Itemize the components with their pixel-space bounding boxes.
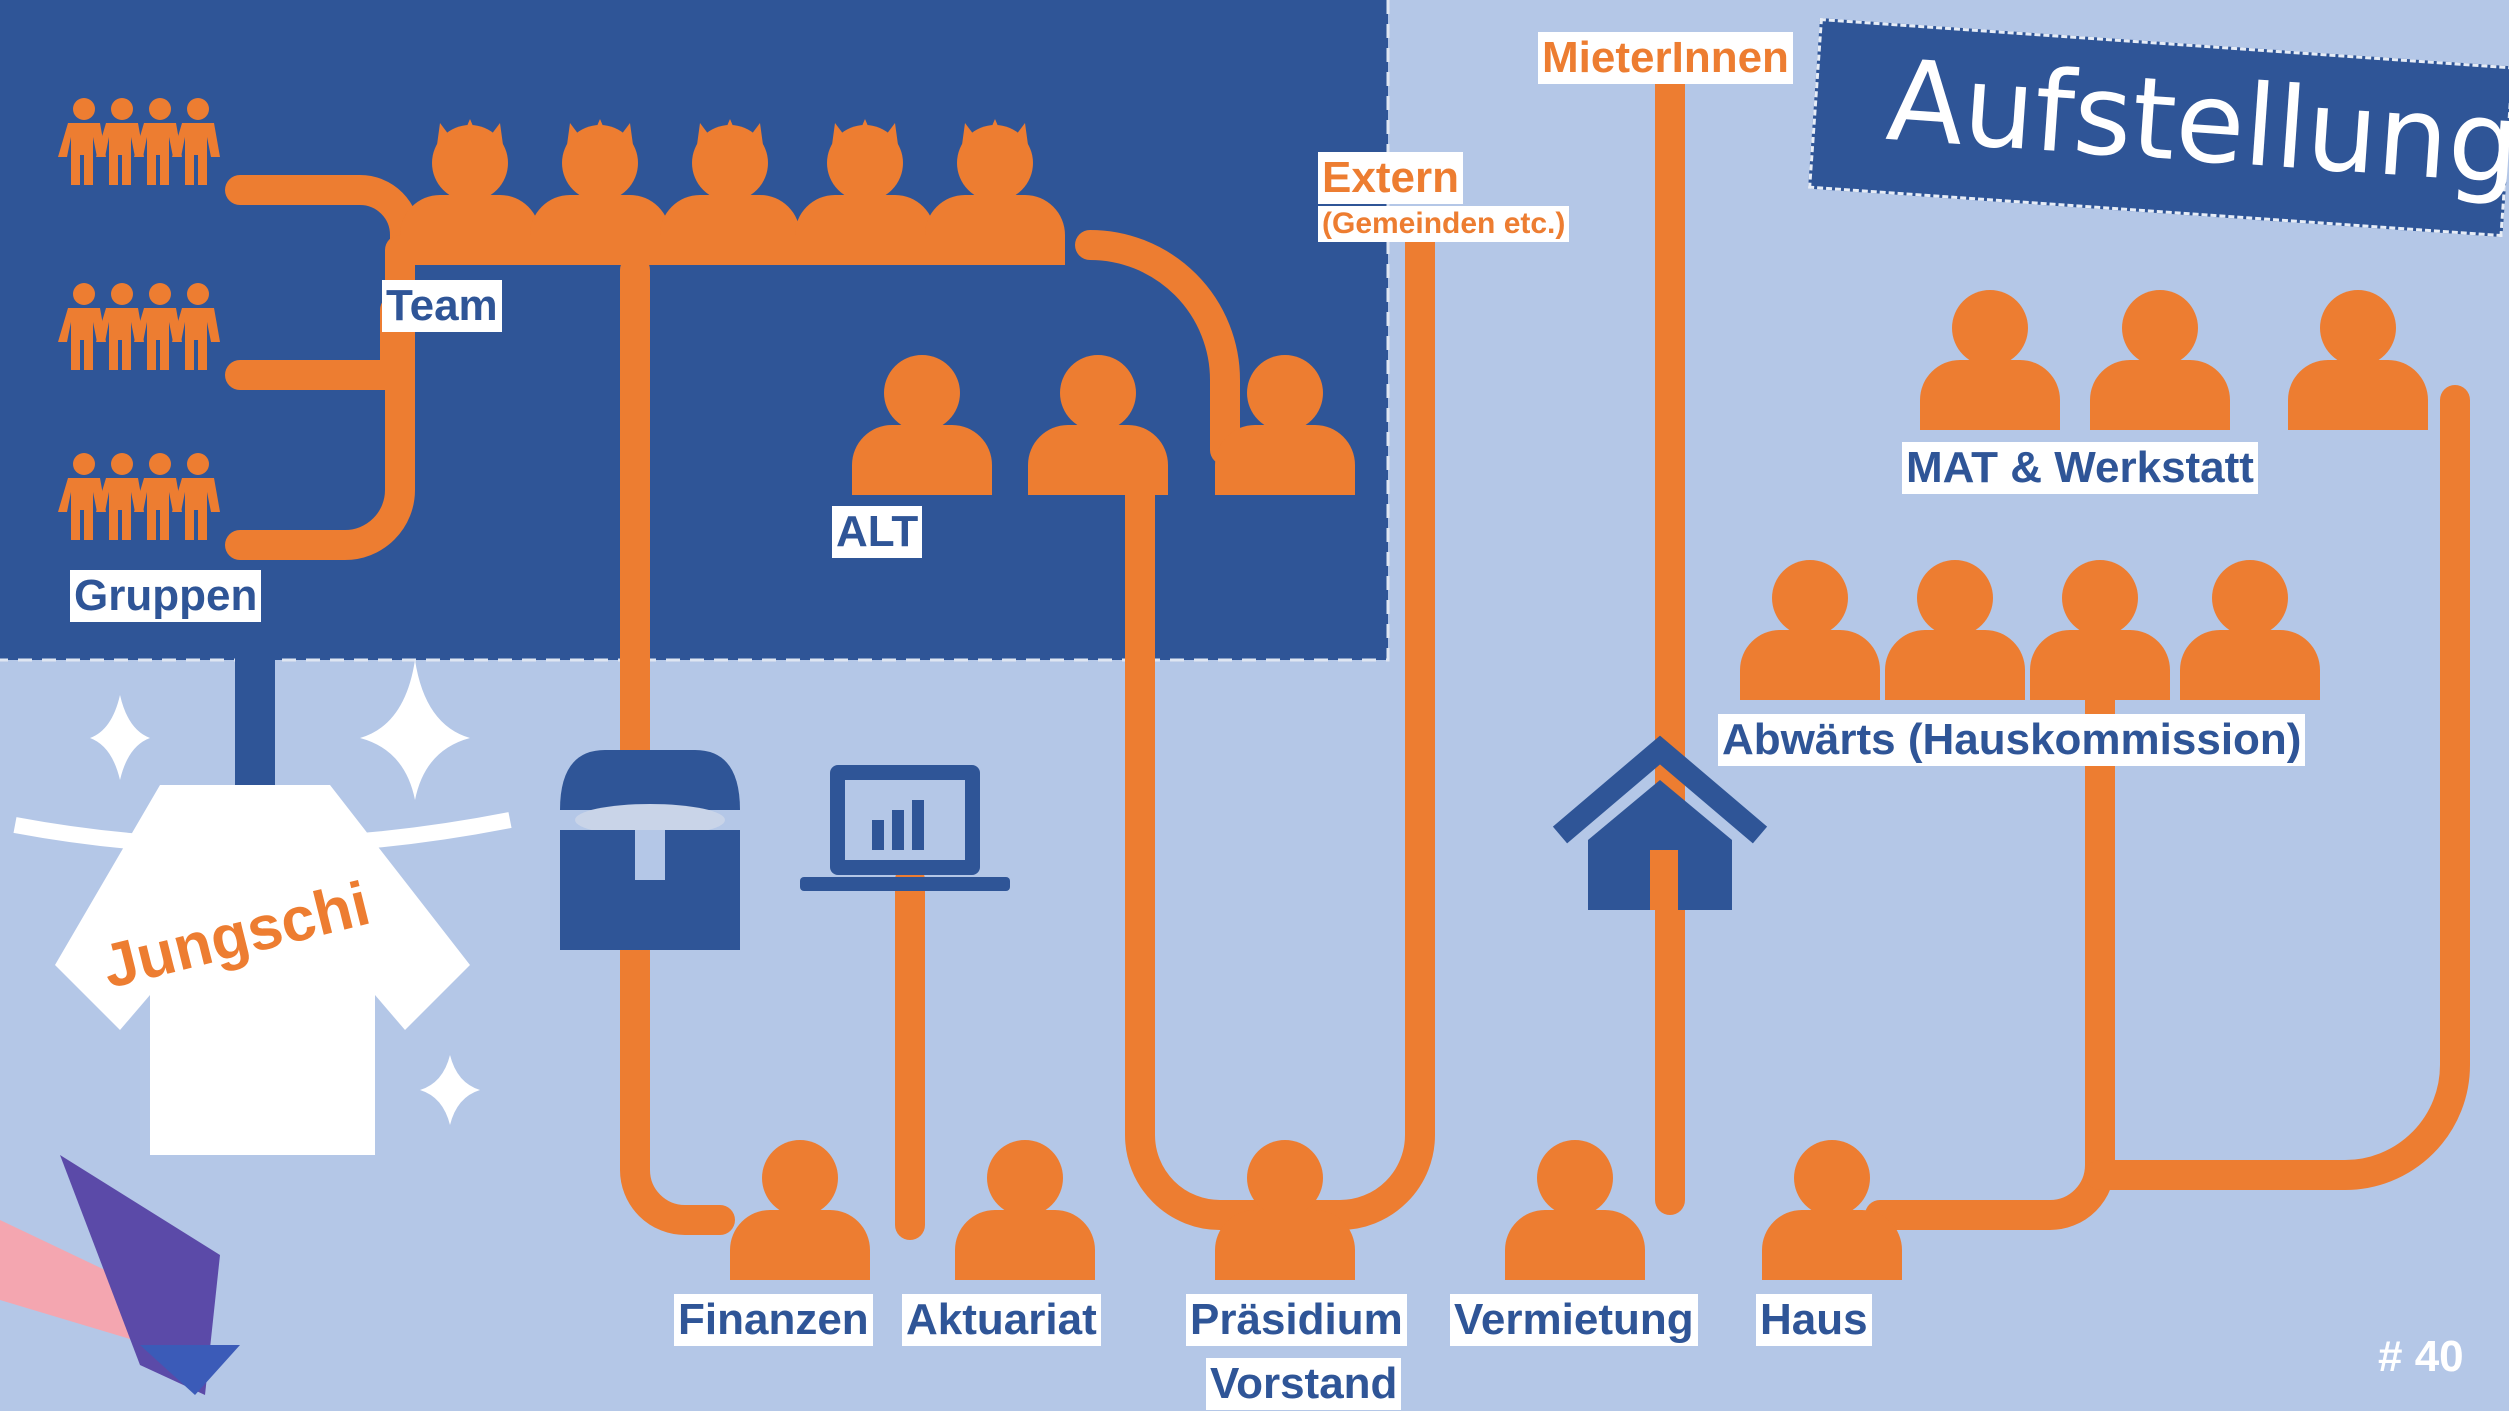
label-abwaerts: Abwärts (Hauskommission) bbox=[1718, 714, 2306, 766]
sparkle-icon bbox=[360, 660, 470, 800]
line-team-alt bbox=[1075, 230, 1240, 465]
mat-people bbox=[1920, 290, 2428, 430]
logo-icon bbox=[0, 1155, 240, 1395]
page-title: Aufstellung bbox=[1882, 36, 2509, 210]
label-finanzen: Finanzen bbox=[674, 1294, 873, 1346]
label-aktuariat: Aktuariat bbox=[902, 1294, 1101, 1346]
label-haus: Haus bbox=[1756, 1294, 1872, 1346]
label-praesidium: Präsidium bbox=[1186, 1294, 1407, 1346]
line-alt-praesidium bbox=[1125, 455, 1280, 1230]
label-alt: ALT bbox=[832, 506, 923, 558]
label-mieterinnen: MieterInnen bbox=[1538, 32, 1793, 84]
label-mat-werkstatt: MAT & Werkstatt bbox=[1902, 442, 2258, 494]
sparkle-icon bbox=[420, 1055, 480, 1125]
label-gruppen: Gruppen bbox=[70, 570, 262, 622]
alt-people bbox=[852, 355, 1355, 495]
label-extern-note: (Gemeinden etc.) bbox=[1318, 206, 1570, 242]
label-vermietung: Vermietung bbox=[1450, 1294, 1698, 1346]
page-number: # 40 bbox=[2378, 1332, 2464, 1381]
line-gruppen-3-team bbox=[225, 235, 415, 560]
label-team: Team bbox=[382, 280, 502, 332]
sparkle-icons bbox=[90, 660, 480, 1125]
laptop-chart-icon bbox=[800, 765, 1010, 891]
house-icon bbox=[1552, 735, 1768, 910]
label-extern: Extern bbox=[1318, 152, 1463, 204]
line-abwaerts-haus bbox=[1865, 675, 2115, 1230]
sparkle-icon bbox=[90, 695, 150, 780]
connector-lines bbox=[225, 65, 2470, 1240]
abwaerts-people bbox=[1740, 560, 2320, 700]
tshirt-icon bbox=[13, 785, 512, 1155]
treasure-chest-icon bbox=[560, 750, 740, 950]
line-team-finanzen bbox=[620, 255, 735, 1235]
top-panel bbox=[0, 0, 1390, 662]
line-mat-haus bbox=[2085, 385, 2470, 1190]
label-vorstand: Vorstand bbox=[1206, 1358, 1402, 1410]
line-extern-praesidium bbox=[1285, 225, 1435, 1230]
